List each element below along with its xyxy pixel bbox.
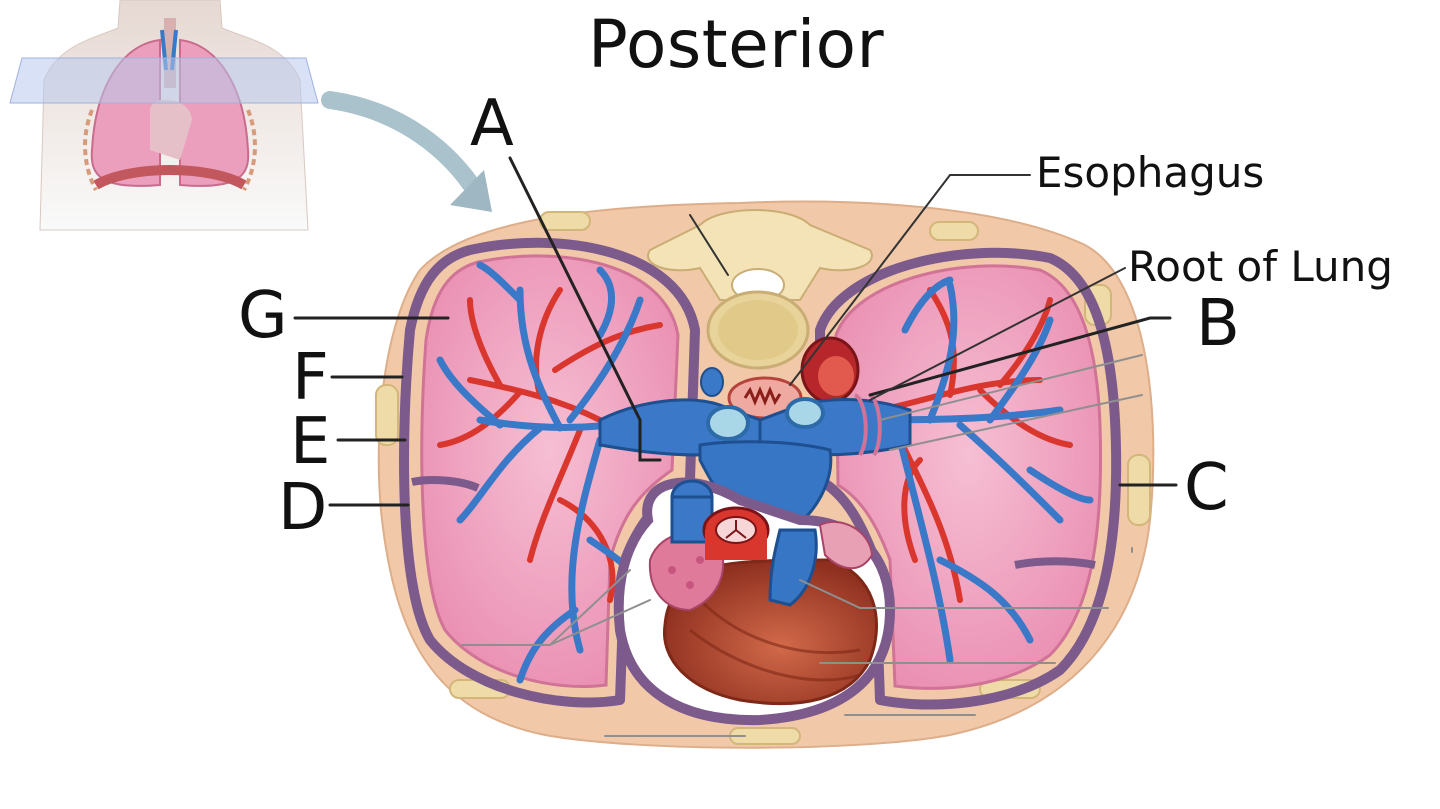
right-bronchus <box>785 397 825 429</box>
inset-diaphragm <box>93 165 247 190</box>
pleural-layers <box>399 237 1122 710</box>
left-fissure <box>411 476 480 492</box>
diagram-title: Posterior <box>588 6 885 83</box>
label-b: B <box>1196 287 1240 361</box>
pulmonary-trunk <box>598 393 912 537</box>
right-lung <box>834 264 1103 690</box>
label-esophagus: Esophagus <box>1036 148 1265 197</box>
left-bronchus <box>706 405 750 441</box>
left-parietal-pleura <box>399 237 700 708</box>
label-e: E <box>290 405 331 479</box>
lungs <box>411 254 1103 690</box>
leader-a <box>508 156 662 462</box>
leader-blank-4 <box>549 599 651 646</box>
label-a: A <box>470 87 514 161</box>
leader-root-of-lung <box>869 267 1126 401</box>
left-lung-vessels <box>436 261 664 684</box>
leader-esophagus <box>789 174 1031 386</box>
right-atrium <box>818 520 874 570</box>
leader-blank-2 <box>889 394 1143 451</box>
heart-region <box>613 477 896 726</box>
right-parietal-pleura <box>815 247 1122 710</box>
azygos-vein <box>700 367 724 397</box>
inset-ribs <box>83 109 257 191</box>
label-c: C <box>1184 451 1229 525</box>
pointer-arrow <box>321 91 487 204</box>
pulmonary-vein-descending <box>768 528 818 607</box>
pointer-arrowhead <box>450 170 492 212</box>
leader-lines <box>293 156 1178 737</box>
inset-heart <box>150 99 192 160</box>
leader-blank-5 <box>799 579 1109 609</box>
torso-inset <box>9 0 319 231</box>
leader-blank-1 <box>879 354 1143 421</box>
vertebra <box>647 209 873 370</box>
vertebral-arch <box>647 209 873 301</box>
root-of-lung-ring <box>853 393 882 457</box>
right-fissure <box>1014 557 1096 569</box>
right-lung-vessels <box>856 276 1094 664</box>
label-root-of-lung: Root of Lung <box>1128 242 1393 291</box>
label-g: G <box>238 279 288 353</box>
inset-section-plane <box>9 57 319 104</box>
leader-b <box>868 316 1172 397</box>
label-d: D <box>278 471 328 545</box>
label-f: F <box>292 341 329 415</box>
leader-vertebra <box>689 214 729 276</box>
